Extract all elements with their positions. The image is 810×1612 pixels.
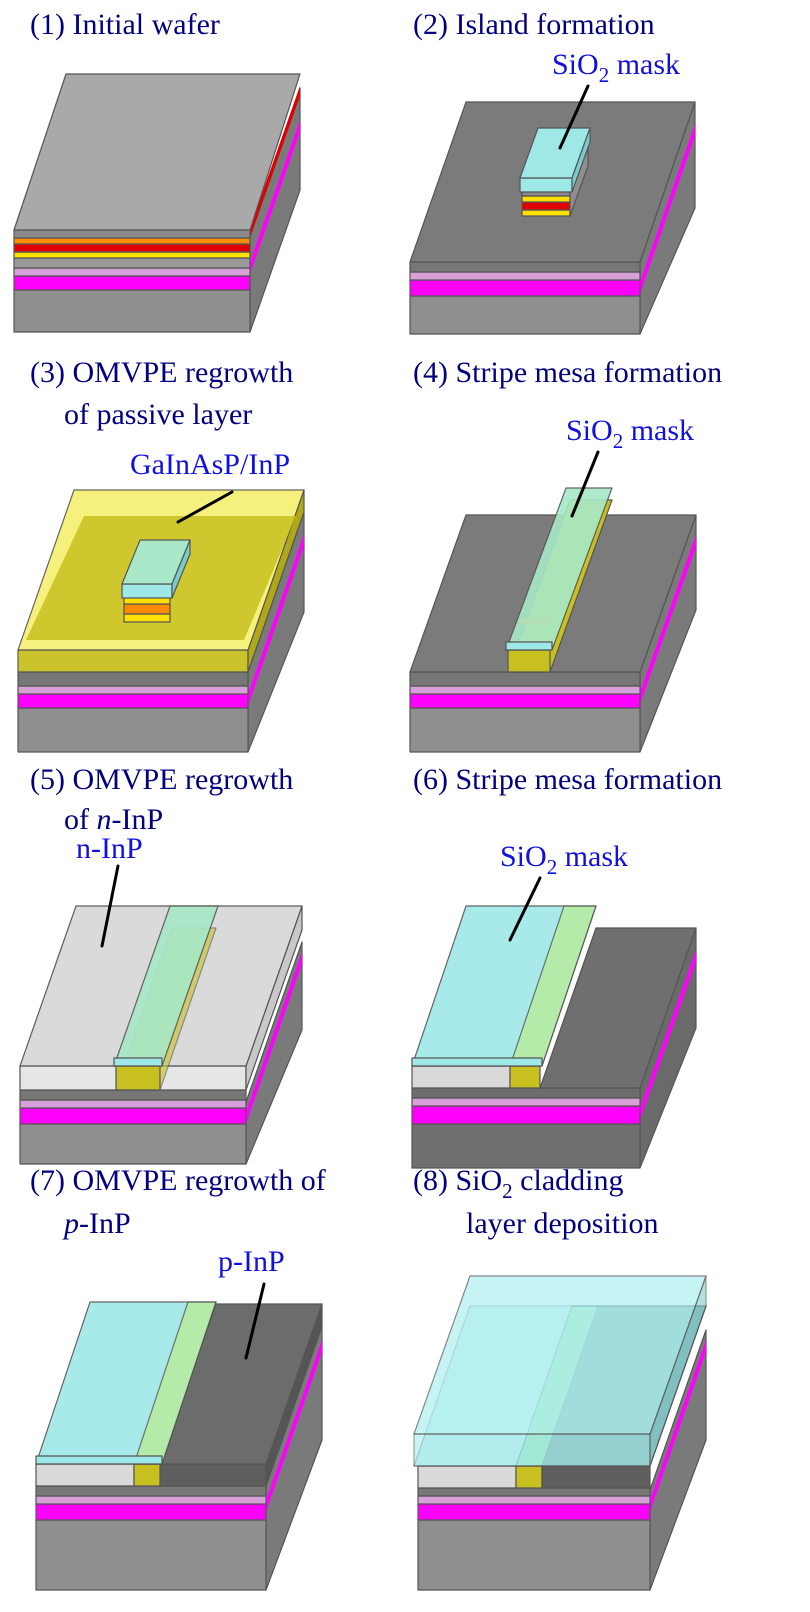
panel-6-callout: SiO2 mask: [500, 840, 628, 879]
panel-2-caption: (2) Island formation: [413, 8, 655, 41]
panel-8-wafer: [413, 1275, 707, 1591]
panel-2-wafer: SiO2 mask: [409, 48, 696, 335]
panel-6-leader-line: [508, 876, 542, 942]
panel-2-leader-line: [558, 84, 590, 150]
panel-4-wafer: SiO2 mask: [409, 414, 697, 753]
panel-3-caption-line2: of passive layer: [64, 398, 252, 431]
panel-5-callout: n-InP: [76, 832, 143, 865]
panel-2-island: [519, 127, 591, 217]
panel-3-wafer: GaInAsP/InP: [17, 448, 305, 753]
panel-7-callout: p-InP: [218, 1245, 285, 1278]
panel-7-caption-line2: p-InP: [62, 1207, 131, 1240]
panel-6-caption: (6) Stripe mesa formation: [413, 763, 722, 796]
panel-3-leader-line: [176, 490, 234, 524]
panel-5-leader-line: [100, 864, 120, 948]
panel-5-caption-line2: of n-InP: [64, 803, 163, 836]
panel-4-leader-line: [570, 450, 600, 518]
panel-3-caption-line1: (3) OMVPE regrowth: [30, 356, 293, 389]
panel-4-callout: SiO2 mask: [566, 414, 694, 453]
panel-2-callout: SiO2 mask: [552, 48, 680, 87]
panel-8-caption-line2: layer deposition: [466, 1207, 658, 1240]
panel-6-wafer: SiO2 mask: [411, 840, 697, 1169]
panel-4-caption: (4) Stripe mesa formation: [413, 356, 722, 389]
panel-1-caption: (1) Initial wafer: [30, 8, 220, 41]
panel-5-caption-line1: (5) OMVPE regrowth: [30, 763, 293, 796]
panel-8-caption-line1: (8) SiO2 cladding: [413, 1164, 623, 1203]
panel-7-leader-line: [244, 1282, 266, 1360]
panel-7-wafer: p-InP: [35, 1245, 323, 1591]
panel-7-caption-line1: (7) OMVPE regrowth of: [30, 1164, 326, 1197]
panel-3-callout: GaInAsP/InP: [130, 448, 290, 481]
panel-5-wafer: n-InP: [19, 832, 303, 1165]
panel-1-wafer: [13, 73, 301, 333]
